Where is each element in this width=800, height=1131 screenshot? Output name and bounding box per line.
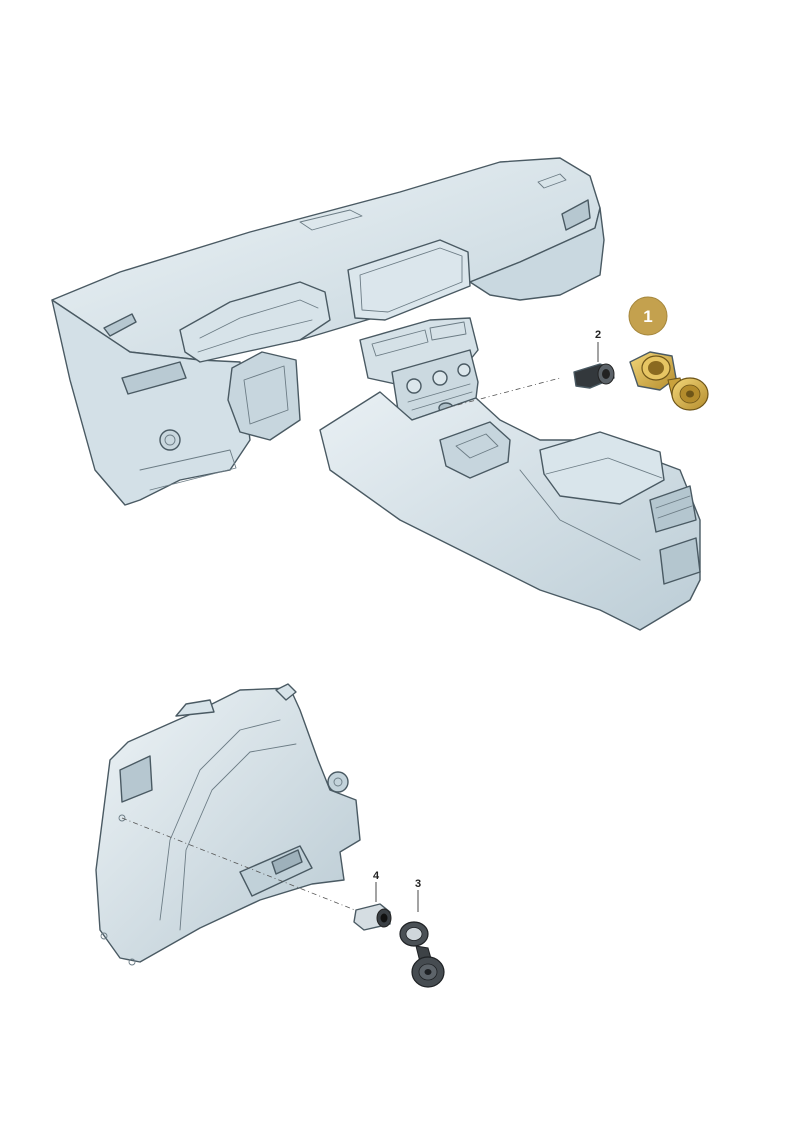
dashboard-top-surface (51, 157, 601, 361)
left-dash-vent (121, 361, 187, 395)
gear-selector (439, 421, 511, 479)
climate-knob-right (457, 363, 471, 377)
trim-upper-opening (119, 755, 153, 803)
dash-speaker-grille (537, 173, 567, 189)
dashboard-right-face (469, 207, 605, 301)
callout-3[interactable]: 3 (415, 878, 421, 890)
trim-top-clip (175, 699, 215, 717)
trim-socket-housing (271, 849, 303, 875)
callout-4-label: 4 (373, 870, 380, 882)
armrest (539, 431, 665, 505)
trim-mount-hole (118, 814, 126, 822)
trim-panel-body (95, 687, 361, 963)
part-2-socket-insert (573, 363, 615, 389)
infotainment-screen (347, 239, 471, 321)
part-4-socket-insert (353, 903, 392, 931)
callout-3-label: 3 (415, 878, 421, 890)
part-1-socket-with-cap (629, 351, 709, 411)
trim-right-lug (327, 771, 349, 793)
callout-2-label: 2 (595, 329, 601, 341)
climate-knob-left (406, 378, 422, 394)
callout-2[interactable]: 2 (595, 329, 601, 341)
dashboard-assembly (51, 157, 701, 631)
right-air-vent (561, 199, 591, 231)
center-console (319, 391, 701, 631)
left-air-vent (103, 313, 137, 337)
center-stack (359, 317, 479, 386)
trunk-side-trim-panel (95, 683, 361, 966)
callout-1-label: 1 (643, 307, 652, 326)
leader-line-dash (445, 377, 561, 409)
leader-lines (121, 342, 599, 913)
rear-console-opening (659, 537, 701, 585)
part-3-socket-with-cap (399, 921, 445, 988)
climate-knob-center (432, 370, 448, 386)
steering-column (227, 351, 301, 441)
callout-1-badge (628, 296, 668, 336)
callout-1[interactable]: 1 (628, 296, 668, 336)
dashboard-front-face (51, 299, 251, 506)
trim-top-clip-right (275, 683, 297, 701)
light-switch-knob (159, 429, 181, 451)
windshield-vent (299, 209, 363, 231)
callout-4[interactable]: 4 (373, 870, 380, 882)
center-air-vents (371, 329, 429, 357)
